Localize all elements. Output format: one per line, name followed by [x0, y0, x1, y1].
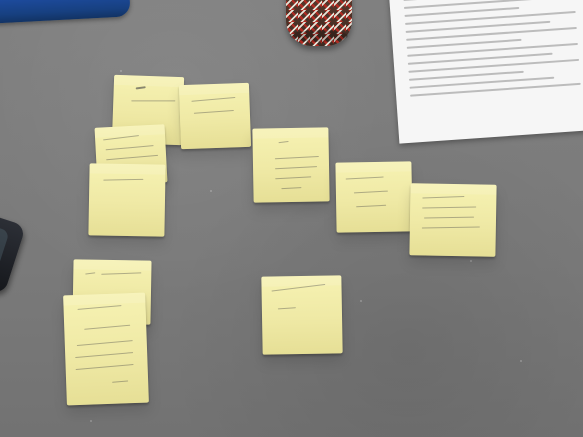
handwriting-stroke [131, 100, 176, 102]
handwriting-stroke [112, 380, 129, 383]
blue-object [0, 0, 131, 24]
handwriting-stroke [277, 307, 296, 310]
handwriting-stroke [101, 272, 142, 275]
handwriting-stroke [275, 176, 312, 180]
handwriting-stroke [345, 176, 384, 180]
cup-rim [290, 30, 348, 42]
handwriting-stroke [84, 324, 131, 330]
dark-object [0, 213, 27, 295]
handwriting-stroke [103, 135, 139, 141]
handwriting-stroke [278, 140, 289, 144]
cup [286, 0, 352, 46]
handwriting-stroke [106, 154, 159, 161]
table-fleck [210, 190, 212, 192]
handwriting-stroke [75, 364, 134, 371]
handwriting-stroke [76, 340, 133, 347]
table-fleck [470, 260, 472, 262]
handwriting-stroke [85, 272, 96, 275]
table-fleck [520, 360, 522, 362]
handwriting-stroke [105, 145, 154, 151]
handwriting-stroke [274, 155, 319, 160]
handwriting-stroke [271, 283, 326, 292]
table-fleck [90, 420, 92, 422]
handwriting-stroke [421, 226, 480, 229]
handwriting-stroke [424, 216, 475, 219]
sticky-note [88, 163, 166, 237]
paper-line [403, 0, 549, 9]
handwriting-stroke [135, 86, 146, 90]
handwriting-stroke [193, 109, 234, 114]
sticky-note [335, 161, 413, 233]
sticky-note [409, 183, 497, 257]
table-fleck [360, 300, 362, 302]
handwriting-stroke [281, 187, 302, 190]
handwriting-stroke [356, 204, 387, 208]
handwriting-stroke [275, 166, 318, 170]
handwriting-stroke [191, 96, 236, 102]
handwriting-stroke [75, 352, 134, 359]
handwriting-stroke [422, 206, 477, 209]
paper-sheet [388, 0, 583, 144]
handwriting-stroke [77, 305, 122, 310]
handwriting-stroke [353, 190, 388, 194]
sticky-note [252, 127, 330, 203]
handwriting-stroke [422, 195, 465, 199]
sticky-note [178, 82, 252, 150]
sticky-note [261, 275, 343, 355]
table-fleck [120, 70, 122, 72]
handwriting-stroke [103, 178, 144, 181]
sticky-note [63, 292, 149, 406]
